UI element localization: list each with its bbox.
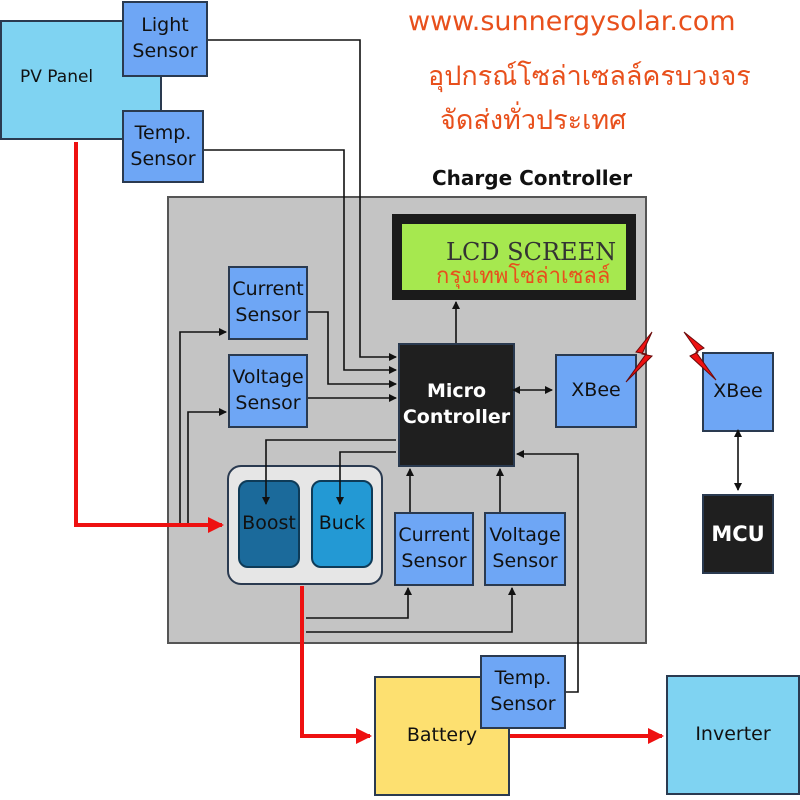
lcd-display: LCD SCREEN กรุงเทพโซล่าเซลล์ [402, 224, 626, 290]
voltage-sensor-output: Voltage Sensor [484, 512, 566, 586]
wire-out-voltage [306, 587, 516, 633]
lcd-watermark-text: กรุงเทพโซล่าเซลล์ [436, 264, 611, 289]
wire-mcu-boost [262, 439, 396, 505]
wire-light-sensor [208, 39, 397, 361]
charge-controller-title: Charge Controller [432, 166, 633, 190]
lightning-icon-controller [625, 331, 654, 383]
micro-controller: Micro Controller [398, 343, 515, 467]
wireless-signal-icons [625, 331, 717, 383]
website-url: www.sunnergysolar.com [408, 6, 736, 37]
wire-current-sensor-in [308, 311, 397, 388]
battery-label: Battery [406, 724, 478, 747]
wire-out-current [306, 587, 412, 619]
voltage-sensor-input: Voltage Sensor [228, 354, 308, 428]
current-sensor-input: Current Sensor [228, 266, 308, 340]
light-sensor: Light Sensor [122, 1, 208, 77]
wire-temp-sensor-pv [204, 149, 397, 374]
current-sensor-output: Current Sensor [394, 512, 474, 586]
xbee-controller: XBee [555, 354, 637, 428]
inverter: Inverter [666, 675, 800, 795]
lcd-screen: LCD SCREEN กรุงเทพโซล่าเซลล์ [392, 214, 636, 300]
lcd-label: LCD SCREEN [446, 238, 617, 266]
mcu: MCU [702, 494, 774, 574]
wire-mcu-buck [336, 451, 396, 505]
wire-battery-temp [516, 450, 579, 693]
buck-converter: Buck [311, 480, 373, 568]
lightning-icon-remote [683, 331, 717, 381]
header-thai-line1: อุปกรณ์โซล่าเซลล์ครบวงจร [428, 61, 751, 92]
power-pv-to-boost [74, 142, 224, 533]
pv-panel-label: PV Panel [20, 67, 94, 87]
temp-sensor-pv: Temp. Sensor [122, 110, 204, 183]
wire-bus-current [179, 328, 227, 525]
header-thai-line2: จัดส่งทั่วประเทศ [440, 105, 627, 136]
temp-sensor-battery: Temp. Sensor [480, 655, 566, 729]
power-converter-to-battery [300, 586, 372, 744]
boost-converter: Boost [238, 480, 300, 568]
wire-bus-voltage [187, 408, 227, 525]
